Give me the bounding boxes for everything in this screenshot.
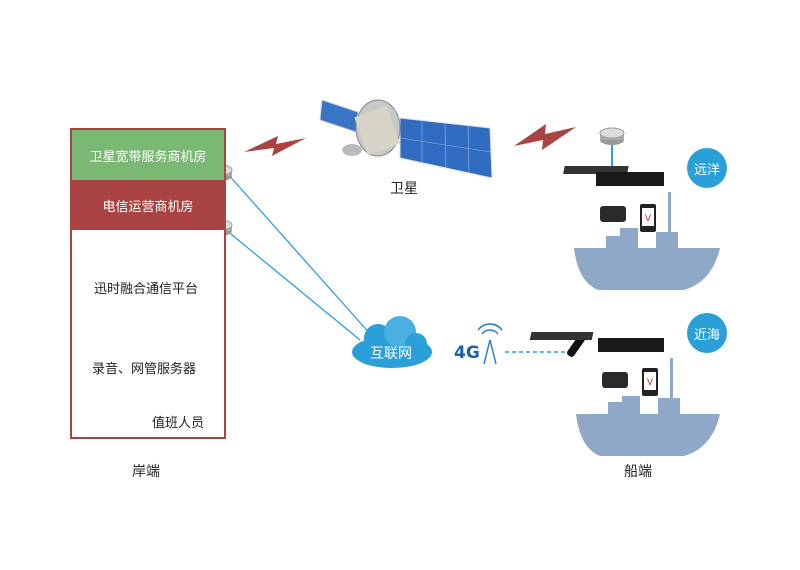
lightning-left-icon: [244, 136, 306, 156]
4g-label: 4G: [454, 343, 480, 363]
satellite-label: 卫星: [390, 181, 418, 197]
ship-router-icon: [599, 127, 625, 145]
platform-label: 迅时融合通信平台: [94, 282, 199, 297]
shore-label: 岸端: [132, 464, 160, 480]
satellite-room-header: 卫星宽带服务商机房: [72, 130, 224, 180]
nearshore-ship-icon: V: [576, 358, 720, 456]
nearshore-gateway-device-icon: [529, 332, 664, 352]
ship-label: 船端: [624, 464, 652, 480]
satellite-icon: [319, 99, 493, 179]
satellite-room-link: [225, 171, 373, 337]
internet-label: 互联网: [370, 346, 412, 362]
svg-text:V: V: [647, 378, 654, 388]
cell-tower-icon: [477, 323, 503, 365]
telecom-room-link: [225, 229, 361, 341]
offshore-badge: 远洋: [687, 148, 727, 188]
internet-cloud-icon: [352, 316, 432, 368]
svg-text:V: V: [645, 214, 652, 224]
shore-panel: 卫星宽带服务商机房 电信运营商机房: [70, 128, 226, 439]
offshore-ship-icon: V: [574, 192, 720, 290]
operator-label: 值班人员: [152, 416, 205, 431]
nearshore-badge: 近海: [687, 313, 727, 353]
servers-label: 录音、网管服务器: [92, 362, 197, 377]
telecom-room-header: 电信运营商机房: [72, 180, 224, 230]
4g-dongle-icon: [567, 335, 585, 357]
lightning-right-icon: [514, 124, 576, 150]
offshore-gateway-device-icon: [563, 166, 664, 186]
